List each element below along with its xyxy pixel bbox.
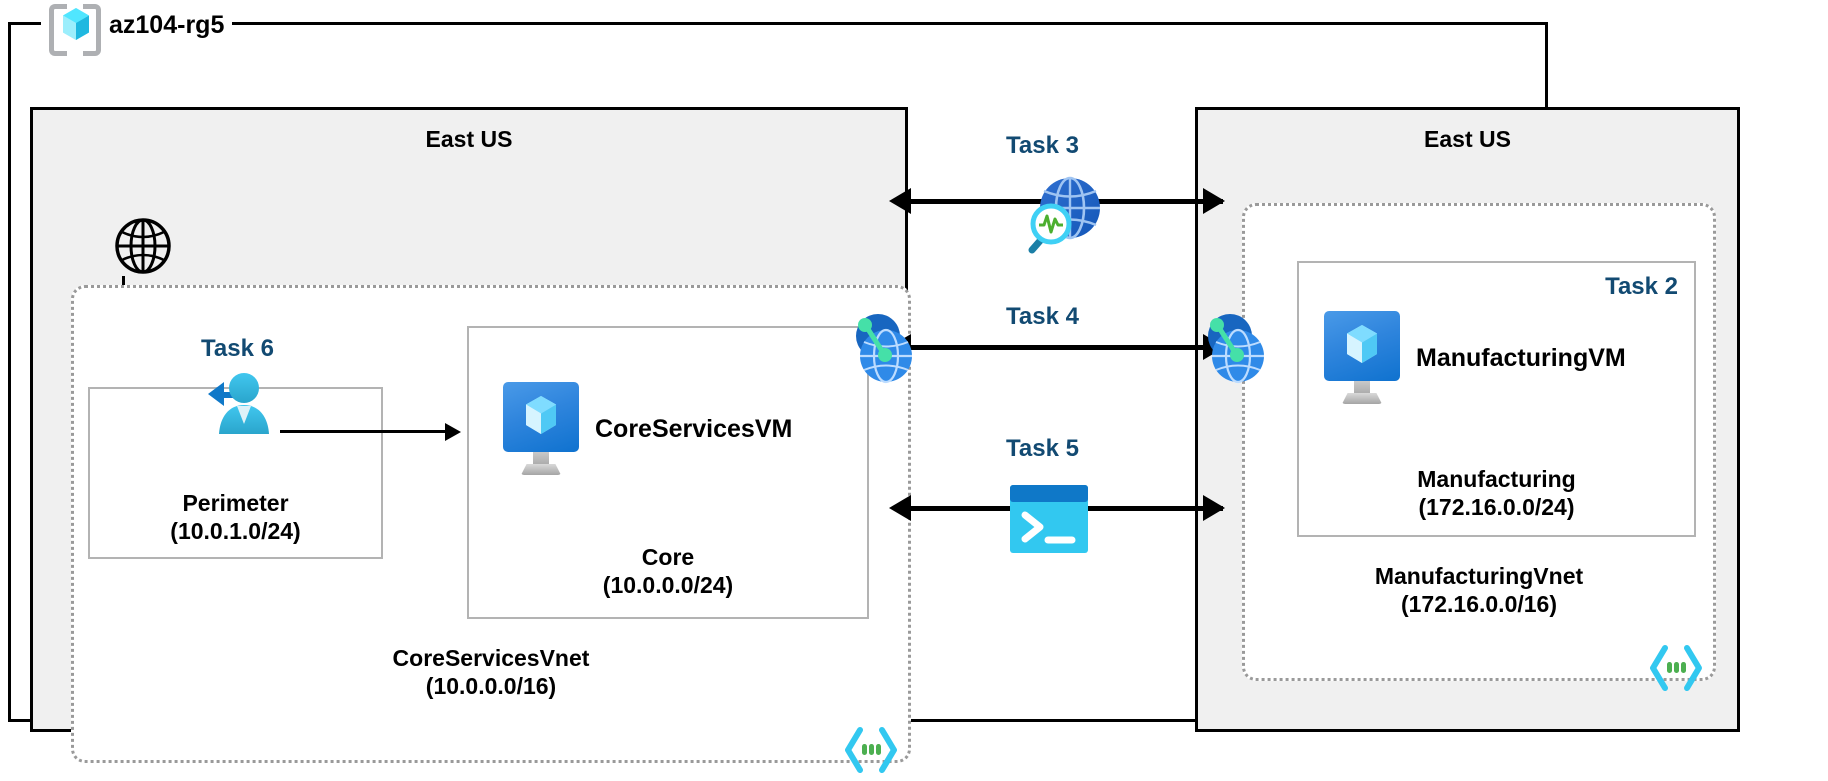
azure-resource-group-icon xyxy=(49,2,101,56)
subnet-cidr-perimeter: (10.0.1.0/24) xyxy=(170,517,301,544)
connector-task4 xyxy=(903,345,1223,350)
vm-neck xyxy=(533,452,549,466)
vm-base xyxy=(1342,393,1382,404)
arrowhead-task3-left xyxy=(889,188,911,214)
cloud-shell-icon xyxy=(1010,485,1088,553)
subnet-cidr-manufacturing: (172.16.0.0/24) xyxy=(1418,493,1575,520)
vm-base xyxy=(521,464,561,475)
vm-coreservicesvm: CoreServicesVM xyxy=(503,382,792,476)
subnet-code-brackets-icon xyxy=(844,724,898,776)
task-label-task3: Task 3 xyxy=(1006,132,1079,159)
task-label-task4: Task 4 xyxy=(1006,303,1079,330)
vnet-peering-icon xyxy=(848,310,922,386)
vm-neck xyxy=(1354,381,1370,395)
region-label-left: East US xyxy=(425,126,513,152)
vm-name-manufacturingvm: ManufacturingVM xyxy=(1416,343,1626,372)
task-label-task2: Task 2 xyxy=(1605,273,1678,300)
connector-perimeter-to-core xyxy=(280,430,447,433)
vnet-cidr-manufacturingvnet: (172.16.0.0/16) xyxy=(1400,590,1557,617)
subnet-name-core: Core xyxy=(641,543,695,570)
subnet-label-perimeter: Perimeter (10.0.1.0/24) xyxy=(90,489,381,545)
arrowhead-task5-right xyxy=(1203,495,1225,521)
subnet-label-core: Core (10.0.0.0/24) xyxy=(469,543,867,599)
task-label-task6: Task 6 xyxy=(201,335,274,362)
resource-group-frame: az104-rg5 East US CoreServicesVnet (10.0… xyxy=(8,2,1740,773)
internet-globe-icon xyxy=(113,216,173,276)
bracket-left xyxy=(49,4,67,56)
vnet-name-manufacturingvnet: ManufacturingVnet xyxy=(1374,562,1584,589)
arrowhead-task5-left xyxy=(889,495,911,521)
resource-group-name: az104-rg5 xyxy=(109,10,225,39)
resource-group-header: az104-rg5 xyxy=(41,2,233,56)
vm-name-coreservicesvm: CoreServicesVM xyxy=(595,414,793,443)
vm-manufacturingvm: ManufacturingVM xyxy=(1324,311,1626,405)
task-label-task5: Task 5 xyxy=(1006,435,1079,462)
vnet-cidr-coreservicesvnet: (10.0.0.0/16) xyxy=(425,672,557,699)
region-box-east-us-left: East US CoreServicesVnet (10.0.0.0/16) xyxy=(30,107,911,773)
subnet-box-perimeter: Perimeter (10.0.1.0/24) xyxy=(88,387,383,559)
arrowhead-task3-right xyxy=(1203,188,1225,214)
subnet-cidr-core: (10.0.0.0/24) xyxy=(602,571,734,598)
bastion-user-icon xyxy=(196,368,280,448)
vnet-label-manufacturingvnet: ManufacturingVnet (172.16.0.0/16) xyxy=(1245,562,1713,618)
arrowhead-perimeter-to-core xyxy=(445,423,461,441)
subnet-name-perimeter: Perimeter xyxy=(182,489,289,516)
subnet-code-brackets-icon xyxy=(1649,642,1703,694)
subnet-label-manufacturing: Manufacturing (172.16.0.0/24) xyxy=(1299,465,1694,521)
virtual-machine-icon xyxy=(503,382,579,476)
vnet-peering-icon xyxy=(1200,310,1274,386)
subnet-name-manufacturing: Manufacturing xyxy=(1417,465,1576,492)
vnet-label-coreservicesvnet: CoreServicesVnet (10.0.0.0/16) xyxy=(74,644,908,700)
region-box-east-us-right: East US ManufacturingVnet (172.16.0.0/16… xyxy=(1195,107,1740,732)
virtual-machine-icon xyxy=(1324,311,1400,405)
vnet-name-coreservicesvnet: CoreServicesVnet xyxy=(392,644,590,671)
bracket-right xyxy=(83,4,101,56)
region-label-right: East US xyxy=(1424,126,1511,152)
network-watcher-icon xyxy=(1018,172,1106,256)
